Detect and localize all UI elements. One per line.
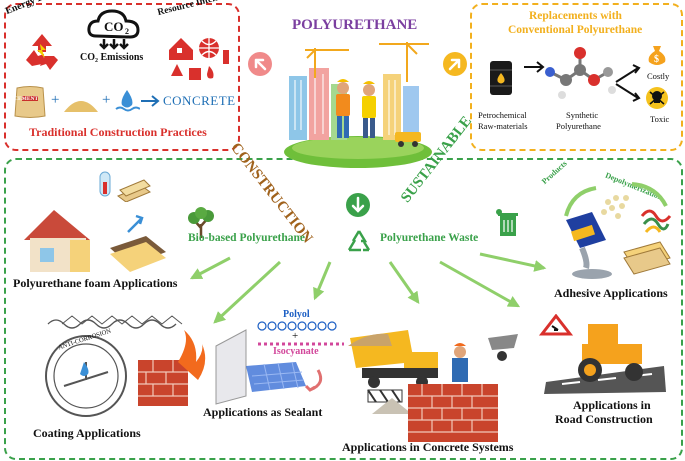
co2-sub: 2 <box>125 27 129 36</box>
thermal-insulation-icon <box>99 171 151 202</box>
petro-line1: Petrochemical <box>478 110 527 120</box>
traditional-practices-box <box>4 3 240 151</box>
replacements-title-line1: Replacements with <box>529 10 622 22</box>
branch-arrows-icon <box>615 64 641 102</box>
toxic-skull-icon <box>646 87 668 109</box>
road-construction-illustration <box>538 314 666 394</box>
plus-sign-2: + <box>102 92 111 108</box>
adhesive-label: Adhesive Applications <box>554 286 668 300</box>
adhesive-illustration <box>564 182 672 279</box>
co2-cloud-icon: CO 2 <box>87 9 140 50</box>
bio-based-label: Bio-based Polyurethane <box>188 232 306 244</box>
petro-line2: Raw-materials <box>478 121 528 131</box>
concrete-app-label: Applications in Concrete Systems <box>342 440 514 454</box>
polyurethane-title: POLYURETHANE <box>292 17 418 33</box>
synth-line1: Synthetic <box>566 110 599 120</box>
coating-label: Coating Applications <box>33 426 141 440</box>
resource-icons <box>169 38 229 80</box>
replacements-box <box>470 3 683 151</box>
arrow-to-concrete-icon <box>141 95 160 107</box>
costly-label: Costly <box>647 71 670 81</box>
coating-illustration <box>45 319 206 417</box>
molecule-icon <box>545 47 616 99</box>
waste-label: Polyurethane Waste <box>380 232 479 244</box>
oil-barrel-icon <box>490 61 512 95</box>
sealant-label: Applications as Sealant <box>203 405 323 419</box>
cement-bag-icon <box>14 86 46 118</box>
trash-bin-icon <box>496 209 518 236</box>
isocyanate-chain-icon <box>258 342 344 346</box>
tree-icon <box>188 207 214 238</box>
arrow-up-right-circle-icon <box>443 52 467 76</box>
plus-sign-1: + <box>51 92 60 108</box>
house-foam-illustration <box>24 210 166 272</box>
foam-label: Polyurethane foam Applications <box>13 276 178 290</box>
concrete-label: CONCRETE <box>163 93 236 108</box>
sealant-illustration <box>215 329 323 405</box>
recycle-icon <box>347 230 371 252</box>
isocyanate-label: Isocyanate <box>273 346 319 357</box>
svg-text:$: $ <box>654 54 659 65</box>
arrow-down-circle-icon <box>346 193 370 217</box>
sand-pile-icon <box>64 101 98 112</box>
cement-label: CEMENT <box>14 96 39 102</box>
money-bag-icon: $ <box>648 46 666 65</box>
toxic-label: Toxic <box>650 114 670 124</box>
replacements-title-line2: Conventional Polyurethane <box>508 24 643 36</box>
petro-arrow-icon <box>524 61 545 73</box>
road-label-line1: Applications in <box>573 398 651 412</box>
construction-city-illustration <box>284 42 432 168</box>
energy-recycle-icon <box>26 34 58 70</box>
chemical-structure-icon <box>61 315 183 325</box>
co2-text: CO <box>104 19 124 34</box>
polyol-chain-icon <box>257 321 337 331</box>
co2-emissions-label: CO₂ Emissions <box>80 52 144 63</box>
road-label-line2: Road Construction <box>555 412 653 426</box>
polyol-label: Polyol <box>283 309 310 320</box>
traditional-title: Traditional Construction Practices <box>29 125 207 139</box>
water-drop-icon <box>115 90 140 112</box>
sealant-plus: + <box>292 330 299 342</box>
arrow-up-left-circle-icon <box>248 52 272 76</box>
concrete-systems-illustration <box>348 330 518 442</box>
synth-line2: Polyurethane <box>556 121 601 131</box>
